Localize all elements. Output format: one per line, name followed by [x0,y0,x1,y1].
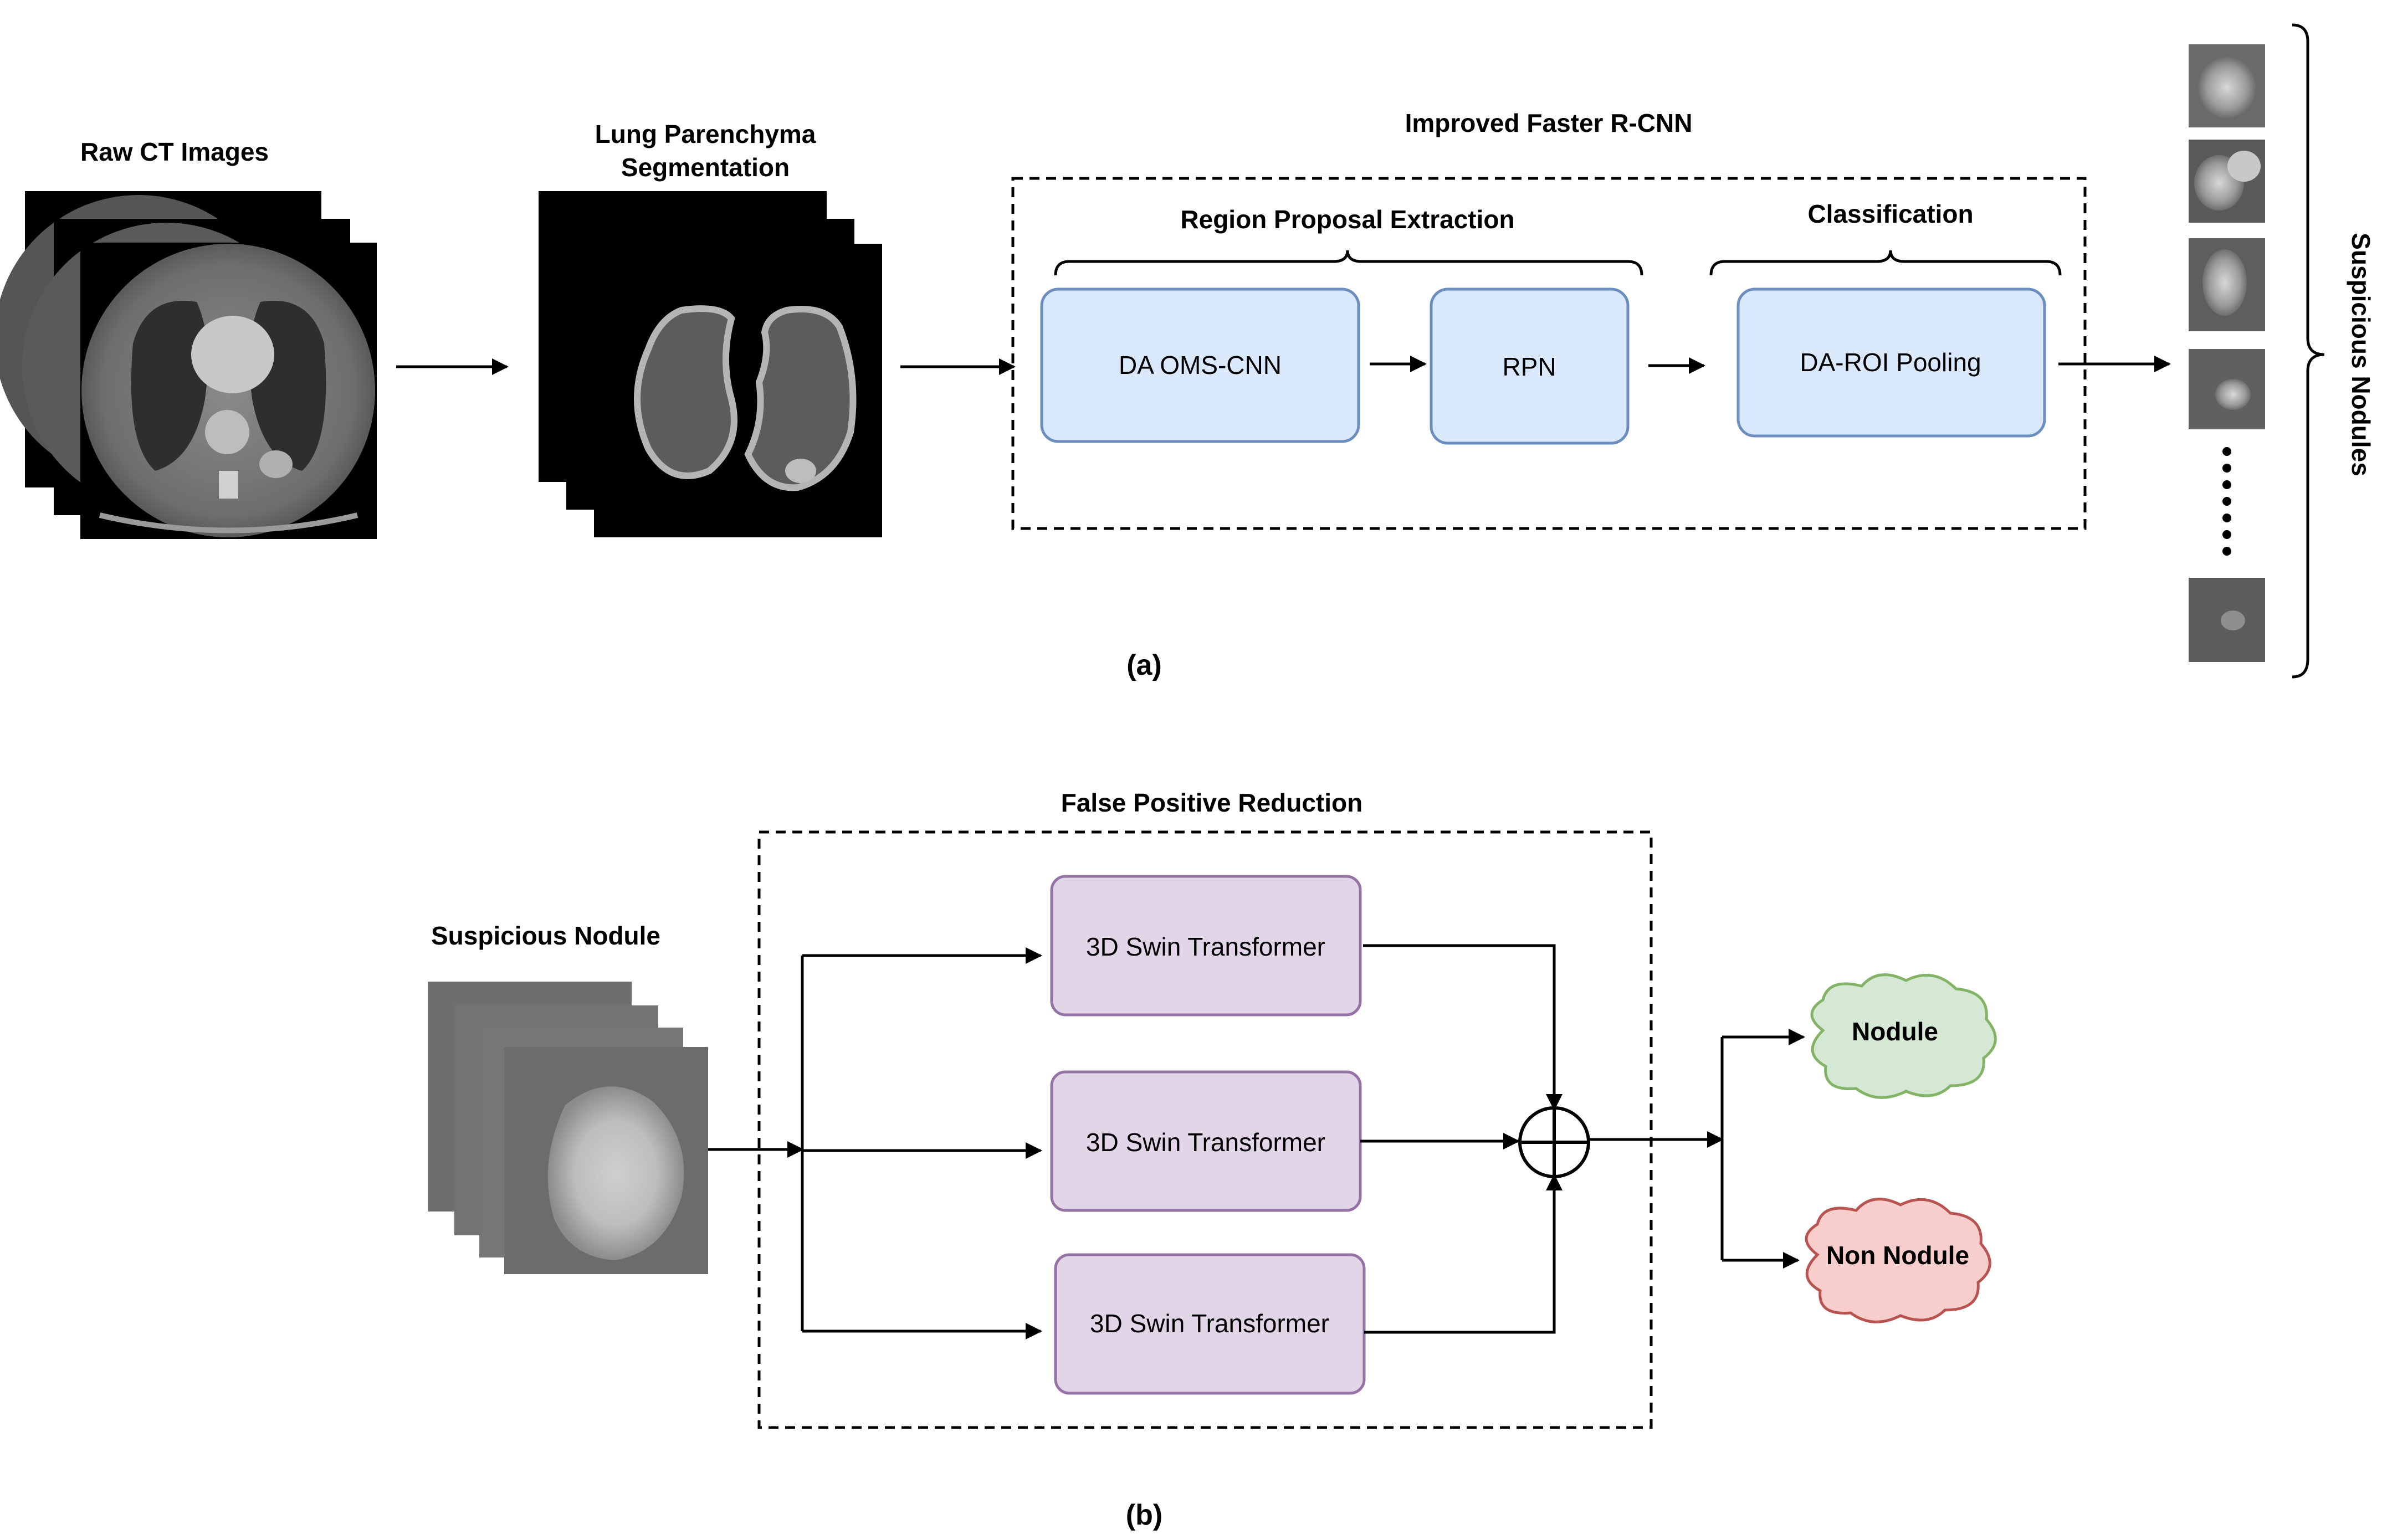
swin-transformer-box-3: 3D Swin Transformer [1054,1253,1366,1395]
suspicious-nodules-brace [2292,23,2325,679]
swin-transformer-box-1: 3D Swin Transformer [1050,875,1362,1017]
panel-a: Raw CT Images Lung Parenchyma Segmentati… [0,23,2375,681]
swin-transformer-label-1: 3D Swin Transformer [1086,932,1325,961]
raw-ct-images-label: Raw CT Images [80,137,269,166]
segmentation-stack [539,191,882,537]
classification-label: Classification [1807,199,1973,228]
sum-node-icon [1518,1106,1590,1178]
region-proposal-label: Region Proposal Extraction [1180,205,1514,234]
nodule-output-cloud: Nodule [1810,973,1997,1099]
da-roi-pooling-box: DA-ROI Pooling [1736,288,2046,438]
suspicious-nodule-input-stack [428,982,708,1274]
suspicious-nodule-input-label: Suspicious Nodule [431,921,660,950]
swin-transformer-label-2: 3D Swin Transformer [1086,1128,1325,1157]
rpn-label: RPN [1502,352,1556,381]
da-oms-cnn-label: DA OMS-CNN [1119,351,1282,379]
lung-seg-label-line2: Segmentation [621,153,790,182]
connector-bottom-to-sum [1364,1174,1563,1334]
caption-b: (b) [1126,1499,1162,1531]
panel-b: False Positive Reduction Suspicious Nodu… [428,788,1997,1531]
nodule-output-label: Nodule [1852,1017,1938,1046]
fp-reduction-frame [757,830,1653,1429]
ct-slice-image [81,244,375,537]
da-oms-cnn-box: DA OMS-CNN [1040,288,1360,443]
caption-a: (a) [1126,649,1162,681]
swin-transformer-box-2: 3D Swin Transformer [1050,1070,1362,1212]
suspicious-nodules-label: Suspicious Nodules [2347,233,2375,476]
non-nodule-output-label: Non Nodule [1826,1241,1969,1270]
raw-ct-stack [0,191,377,539]
rpn-box: RPN [1430,288,1630,445]
fp-reduction-title: False Positive Reduction [1061,788,1362,817]
non-nodule-output-cloud: Non Nodule [1805,1198,1991,1323]
segmented-lungs-image [634,305,857,491]
classification-brace [1709,250,2062,276]
suspicious-nodule-patches [2189,44,2265,662]
detector-frame [1011,177,2087,530]
swin-transformer-label-3: 3D Swin Transformer [1090,1309,1329,1338]
lung-seg-label-line1: Lung Parenchyma [595,120,816,148]
da-roi-pooling-label: DA-ROI Pooling [1800,348,1981,377]
connector-top-to-sum [1363,944,1563,1111]
detector-title: Improved Faster R-CNN [1405,109,1693,137]
region-proposal-brace [1054,250,1643,276]
